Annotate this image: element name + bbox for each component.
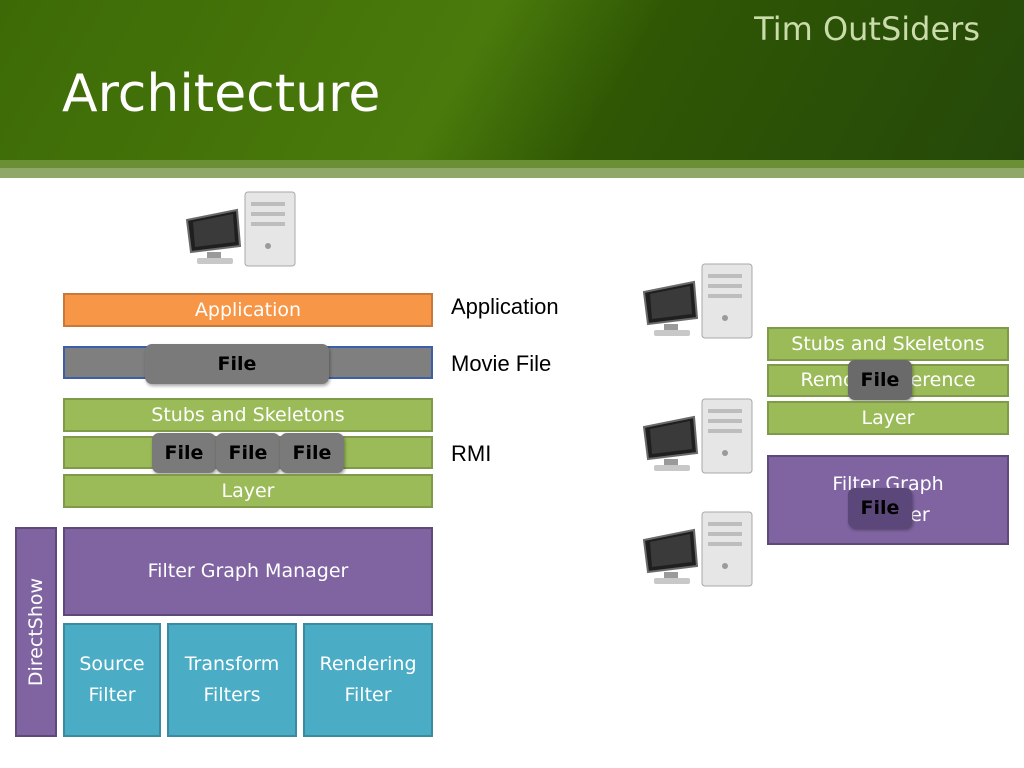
rmi-file-box: File <box>216 433 280 473</box>
directshow-text: DirectShow <box>25 577 47 687</box>
directshow-label: DirectShow <box>15 527 57 737</box>
computer-icon <box>642 511 753 587</box>
company-name: Tim OutSiders <box>754 10 980 48</box>
label-rmi: RMI <box>451 441 492 466</box>
right-transport-layer: Layer <box>767 401 1009 435</box>
rmi-file-box: File <box>280 433 344 473</box>
right-remote-file-box: File <box>848 360 912 400</box>
rmi-file-box: File <box>152 433 216 473</box>
movie-file-box: File <box>145 344 329 384</box>
computer-icon <box>642 263 753 339</box>
stubs-skeletons-layer: Stubs and Skeletons <box>63 398 433 432</box>
transport-layer: Layer <box>63 474 433 508</box>
computer-icon <box>185 191 296 267</box>
transform-filters: Transform Filters <box>167 623 297 737</box>
header-stripe-light <box>0 168 1024 178</box>
label-movie-file: Movie File <box>451 351 552 376</box>
slide-title: Architecture <box>62 64 381 124</box>
label-application: Application <box>451 294 559 319</box>
right-stubs-skeletons: Stubs and Skeletons <box>767 327 1009 361</box>
header-banner <box>0 0 1024 165</box>
source-filter: Source Filter <box>63 623 161 737</box>
application-layer: Application <box>63 293 433 327</box>
header-stripe <box>0 160 1024 168</box>
right-fgm-file-box: File <box>848 488 912 528</box>
computer-icon <box>642 398 753 474</box>
rendering-filter: Rendering Filter <box>303 623 433 737</box>
filter-graph-manager: Filter Graph Manager <box>63 527 433 616</box>
